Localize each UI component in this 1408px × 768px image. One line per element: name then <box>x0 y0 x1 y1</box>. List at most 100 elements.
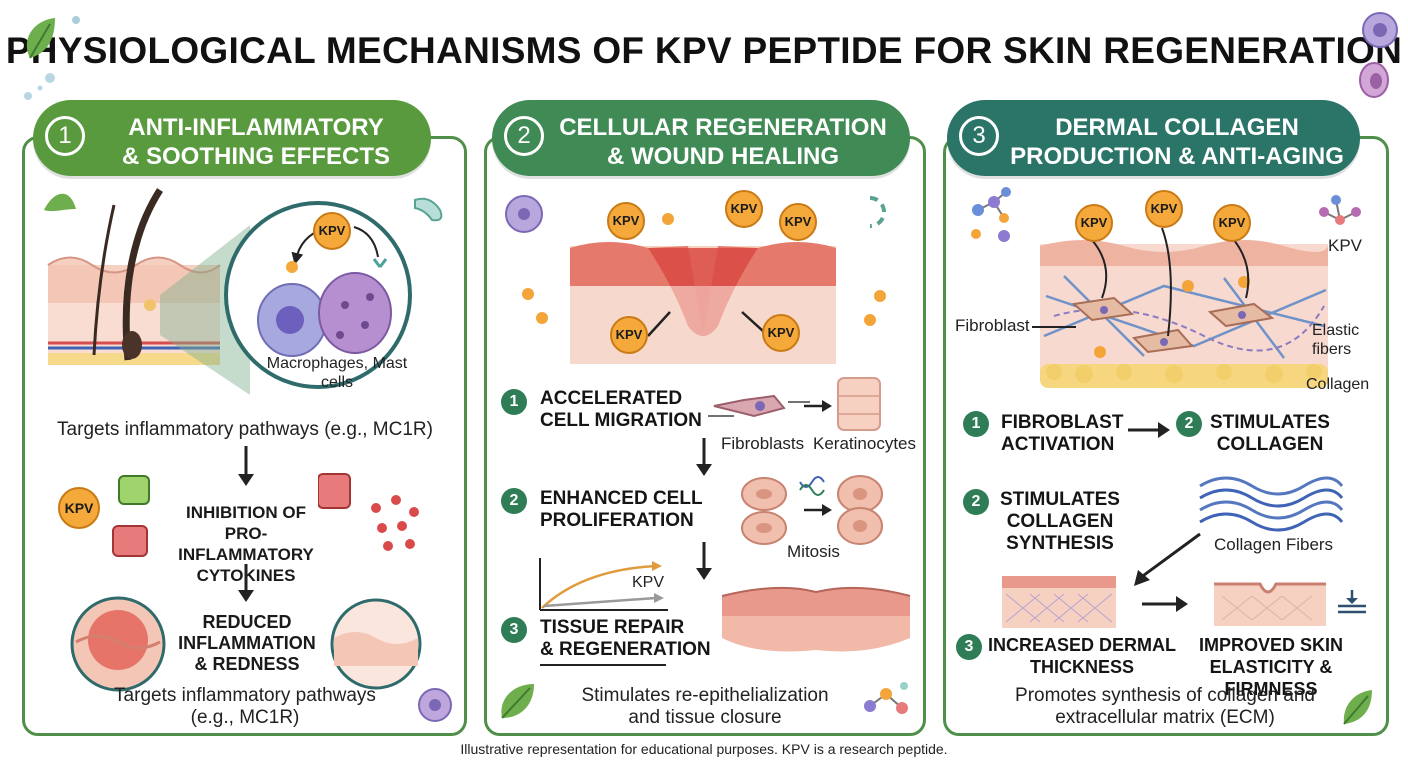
improved-line1: IMPROVED SKIN <box>1198 635 1344 655</box>
panel3-kpv-1: KPV <box>1075 204 1113 242</box>
s2b-line1: STIMULATES <box>1000 489 1120 510</box>
molecule-icon <box>864 682 908 714</box>
graph-kpv-label: KPV <box>632 574 665 591</box>
arrow-down-icon <box>238 446 254 486</box>
panel2-title-line1: CELLULAR REGENERATION <box>559 114 887 141</box>
s2b-line2: COLLAGEN <box>1006 511 1114 532</box>
panel2-caption-line1: Stimulates re-epithelialization <box>581 685 829 706</box>
elastic-line1: Elastic <box>1312 322 1360 339</box>
fibroblast-label: Fibroblast <box>955 316 1030 335</box>
inhibition-line1: INHIBITION OF <box>186 503 306 522</box>
step1-line1: ACCELERATED <box>540 388 683 409</box>
arrow-down-icon <box>696 438 712 476</box>
compress-icon <box>1338 590 1366 614</box>
step3-line1: TISSUE REPAIR <box>540 617 685 638</box>
bacteria-icon <box>414 197 443 222</box>
panel2-kpv-2: KPV <box>725 190 763 228</box>
reduced-line2: INFLAMMATION <box>178 633 316 653</box>
cell-migration-icon <box>708 377 881 431</box>
panel1-caption-line1: Targets inflammatory pathways <box>114 685 376 706</box>
s2a-number: 2 <box>1176 411 1202 437</box>
panel3-title-line1: DERMAL COLLAGEN <box>1055 114 1299 141</box>
s2a-line1: STIMULATES <box>1210 412 1330 433</box>
step3-underline <box>540 664 666 666</box>
panel2-number: 2 <box>504 116 544 156</box>
virus-icon <box>418 688 452 722</box>
firm-skin-icon <box>1214 582 1326 626</box>
panel2-kpv-4: KPV <box>610 316 648 354</box>
step1-line2: CELL MIGRATION <box>540 410 702 431</box>
collagen-fibers-icon <box>1199 476 1344 532</box>
s1-number: 1 <box>963 411 989 437</box>
kpv-molecule-label: KPV <box>1328 236 1363 255</box>
s2b-line3: SYNTHESIS <box>1006 533 1114 554</box>
mitosis-label: Mitosis <box>787 542 840 561</box>
page-title: PHYSIOLOGICAL MECHANISMS OF KPV PEPTIDE … <box>5 30 1403 71</box>
reduced-line3: & REDNESS <box>194 654 300 674</box>
panel3-kpv-3: KPV <box>1213 204 1251 242</box>
s1-line1: FIBROBLAST <box>1001 412 1124 433</box>
collagen-label: Collagen <box>1306 376 1370 393</box>
keratinocytes-label: Keratinocytes <box>813 434 916 453</box>
panel3-caption-line1: Promotes synthesis of collagen and <box>1015 685 1315 706</box>
panel3-number: 3 <box>959 116 999 156</box>
s2a-line2: COLLAGEN <box>1216 434 1324 455</box>
arrow-right-icon <box>1142 596 1188 612</box>
fibroblasts-label: Fibroblasts <box>721 434 805 453</box>
cells-label-line2: cells <box>320 374 353 391</box>
repaired-skin-icon <box>721 586 911 652</box>
panel3-kpv-2: KPV <box>1145 190 1183 228</box>
elastic-line2: fibers <box>1312 341 1352 358</box>
wound-illustration <box>505 195 886 364</box>
s3-number: 3 <box>956 634 982 660</box>
improved-line2: ELASTICITY & FIRMNESS <box>1209 657 1333 699</box>
step2-line1: ENHANCED CELL <box>540 488 703 509</box>
inflamed-skin-icon <box>70 596 166 692</box>
s1-line2: ACTIVATION <box>1001 434 1115 455</box>
leaf-icon <box>501 684 534 719</box>
cell-decoration-icon <box>1359 12 1398 98</box>
skin-cross-section-illustration <box>44 188 412 395</box>
panel1-targets-text: Targets inflammatory pathways (e.g., MC1… <box>57 419 433 440</box>
leaf-icon <box>1343 690 1372 725</box>
panel1-number: 1 <box>45 116 85 156</box>
panel2-kpv-3: KPV <box>779 203 817 241</box>
dermis-illustration <box>971 187 1361 388</box>
panel2-kpv-1: KPV <box>607 202 645 240</box>
step2-number: 2 <box>501 488 527 514</box>
arrow-diagonal-icon <box>1134 532 1201 586</box>
inhibition-line2: PRO-INFLAMMATORY <box>178 524 314 564</box>
panel1-title-line1: ANTI-INFLAMMATORY <box>128 114 384 141</box>
healthy-skin-icon <box>330 598 422 690</box>
panel3-title-line2: PRODUCTION & ANTI-AGING <box>1010 143 1344 170</box>
arrow-right-icon <box>1128 422 1170 438</box>
panel1-title-line2: & SOOTHING EFFECTS <box>121 143 390 170</box>
panel1-kpv-circle: KPV <box>58 487 100 529</box>
s3-line1: INCREASED DERMAL <box>988 635 1177 655</box>
cytokine-dots-icon <box>318 473 419 551</box>
reduced-line1: REDUCED <box>202 612 292 632</box>
thick-dermis-icon <box>1002 576 1116 628</box>
panel3-caption-line2: extracellular matrix (ECM) <box>1055 707 1275 728</box>
panel2-caption-line2: and tissue closure <box>628 707 782 728</box>
healing-rate-graph <box>539 558 668 611</box>
step1-number: 1 <box>501 389 527 415</box>
panel1-header: 1 ANTI-INFLAMMATORY & SOOTHING EFFECTS <box>33 100 431 176</box>
step3-number: 3 <box>501 617 527 643</box>
fibroblast-pointer <box>1032 326 1076 328</box>
footer-note: Illustrative representation for educatio… <box>460 741 948 757</box>
panel2-kpv-5: KPV <box>762 314 800 352</box>
step2-line2: PROLIFERATION <box>540 510 694 531</box>
panel2-title-line2: & WOUND HEALING <box>607 143 839 170</box>
cells-label-line1: Macrophages, Mast <box>266 355 408 372</box>
step3-line2: & REGENERATION <box>540 639 711 660</box>
panel2-header: 2 CELLULAR REGENERATION & WOUND HEALING <box>492 100 910 176</box>
mitosis-icon <box>741 475 883 545</box>
panel-collagen-production <box>943 136 1389 736</box>
arrow-down-icon <box>238 564 254 602</box>
arrow-down-icon <box>696 542 712 580</box>
collagen-fibers-label: Collagen Fibers <box>1214 535 1334 554</box>
panel1-caption-line2: (e.g., MC1R) <box>190 707 300 728</box>
thumbs-down-icon <box>112 475 150 557</box>
leaf-decoration-icon <box>24 16 80 100</box>
